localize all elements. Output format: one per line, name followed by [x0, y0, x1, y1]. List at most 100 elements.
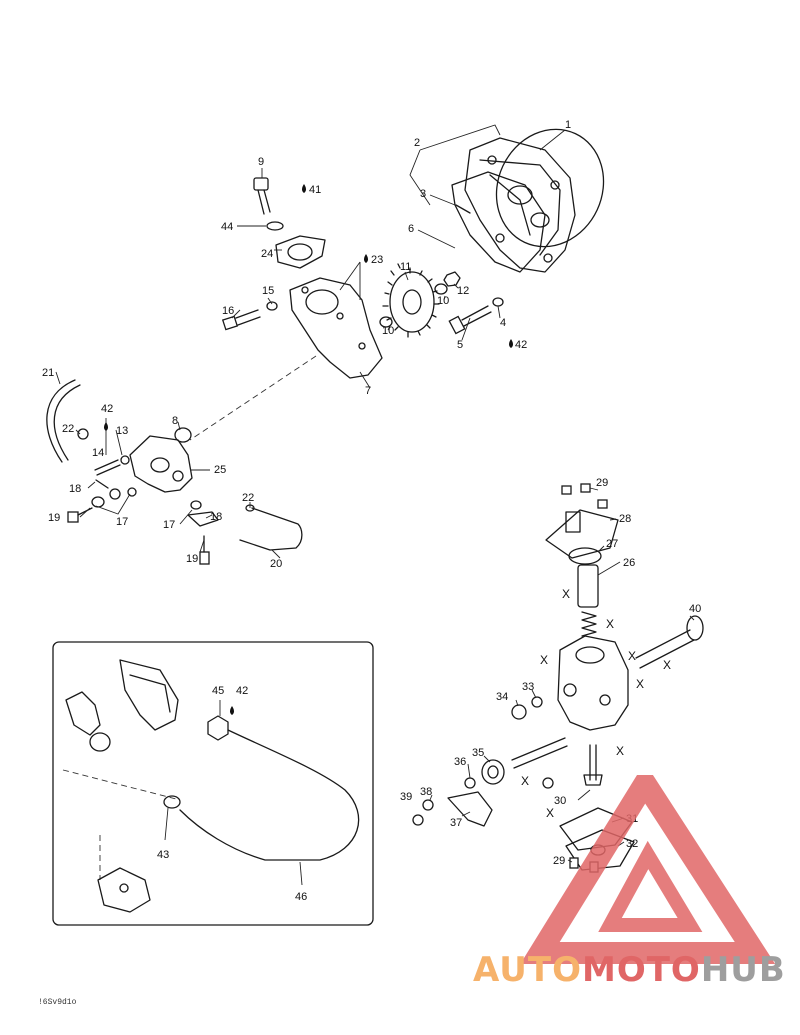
- callout: 28: [619, 513, 631, 525]
- fitting-hole: [119, 883, 129, 893]
- callout: 17: [163, 519, 175, 531]
- automotohub-logo-icon: [520, 775, 776, 964]
- leader: [359, 371, 371, 389]
- watermark-part-hub: HUB: [700, 950, 786, 990]
- cover-bolt-hole: [487, 155, 497, 165]
- callout: 23: [371, 254, 383, 266]
- callout: 42: [515, 339, 527, 351]
- cable-ferrule: [163, 795, 181, 809]
- pump-body: [557, 635, 629, 731]
- housing-bore: [305, 289, 339, 315]
- screw-head: [67, 511, 79, 523]
- gear-shaft: [589, 744, 597, 781]
- callout: 5: [457, 339, 463, 351]
- housing-bolt-hole: [301, 286, 309, 294]
- leader: [461, 811, 471, 817]
- bolt-shank: [461, 305, 492, 327]
- screw-head: [580, 483, 591, 493]
- lubricant-drop-icon: [509, 339, 513, 348]
- leader: [231, 309, 241, 319]
- callout: 46: [295, 891, 307, 903]
- body-bore: [575, 646, 605, 664]
- leader: [429, 194, 456, 206]
- leader: [429, 794, 433, 801]
- lubricant-drop-icon: [302, 184, 306, 193]
- callout: 29: [553, 855, 565, 867]
- callout: 14: [92, 447, 104, 459]
- callout: 22: [62, 423, 74, 435]
- pump-port: [172, 470, 184, 482]
- body-port: [563, 683, 577, 697]
- washer: [379, 316, 393, 328]
- washer: [109, 488, 121, 500]
- leader: [299, 861, 303, 886]
- washer: [266, 221, 284, 231]
- callout: 7: [365, 385, 371, 397]
- control-cable: [239, 507, 303, 551]
- callout: 19: [186, 553, 198, 565]
- leader: [205, 514, 213, 519]
- callout: 8: [172, 415, 178, 427]
- cover-bolt-hole: [543, 253, 553, 263]
- piston: [577, 564, 599, 608]
- reference-code: !6Sv9d1o: [38, 998, 77, 1007]
- callout: 41: [309, 184, 321, 196]
- housing-bolt-hole: [358, 342, 366, 350]
- x-mark: X: [546, 806, 554, 820]
- gear: [389, 271, 435, 333]
- leader: [461, 317, 471, 341]
- x-mark: X: [663, 658, 671, 672]
- callout: 9: [258, 156, 264, 168]
- pump-port: [150, 457, 170, 473]
- lubricant-drop-icon: [230, 706, 234, 715]
- leader: [589, 487, 599, 491]
- callout: 10: [437, 295, 449, 307]
- callout: 4: [500, 317, 506, 329]
- leader: [597, 545, 605, 553]
- plate-fitting: [565, 511, 581, 533]
- gasket-opening: [287, 243, 313, 261]
- leader: [271, 549, 281, 559]
- callout: 6: [408, 223, 414, 235]
- leader: [539, 129, 566, 151]
- x-mark: X: [636, 677, 644, 691]
- leader: [115, 429, 123, 456]
- nut: [443, 271, 461, 287]
- callout: 38: [420, 786, 432, 798]
- pump-body-group: [174, 177, 383, 443]
- callout: 18: [69, 483, 81, 495]
- callout: 1: [565, 119, 571, 131]
- callout: 15: [262, 285, 274, 297]
- leader: [164, 807, 169, 841]
- callout: 27: [606, 538, 618, 550]
- base-plate: [565, 829, 635, 871]
- hose-clamp: [77, 428, 89, 440]
- leader: [417, 229, 456, 249]
- callout: 36: [454, 756, 466, 768]
- bearing: [481, 759, 505, 785]
- x-mark: X: [562, 587, 570, 601]
- logo-inner-triangle: [598, 840, 703, 932]
- washer: [412, 814, 424, 826]
- callout: 24: [261, 248, 273, 260]
- bolt-shank: [235, 309, 261, 326]
- pump-housing: [289, 277, 383, 379]
- cable-nut: [207, 715, 229, 741]
- washer: [91, 496, 105, 508]
- logo-outer-triangle: [520, 775, 776, 964]
- washer: [434, 283, 448, 295]
- screw: [94, 459, 121, 476]
- screw-head: [561, 485, 572, 495]
- washer: [492, 297, 504, 307]
- callout-labels: 1 2 3 4 5 6 7 8 9 10 10 11 12 13 14 15 1…: [42, 119, 701, 903]
- housing-cover-group: [379, 128, 605, 338]
- cover-bolt-hole: [550, 180, 560, 190]
- leader: [497, 305, 501, 319]
- callout: 33: [522, 681, 534, 693]
- callout: 42: [101, 403, 113, 415]
- drive-shaft: [511, 737, 568, 769]
- callout: 18: [210, 511, 222, 523]
- callout: 11: [400, 261, 411, 273]
- housing-cover: [464, 137, 576, 273]
